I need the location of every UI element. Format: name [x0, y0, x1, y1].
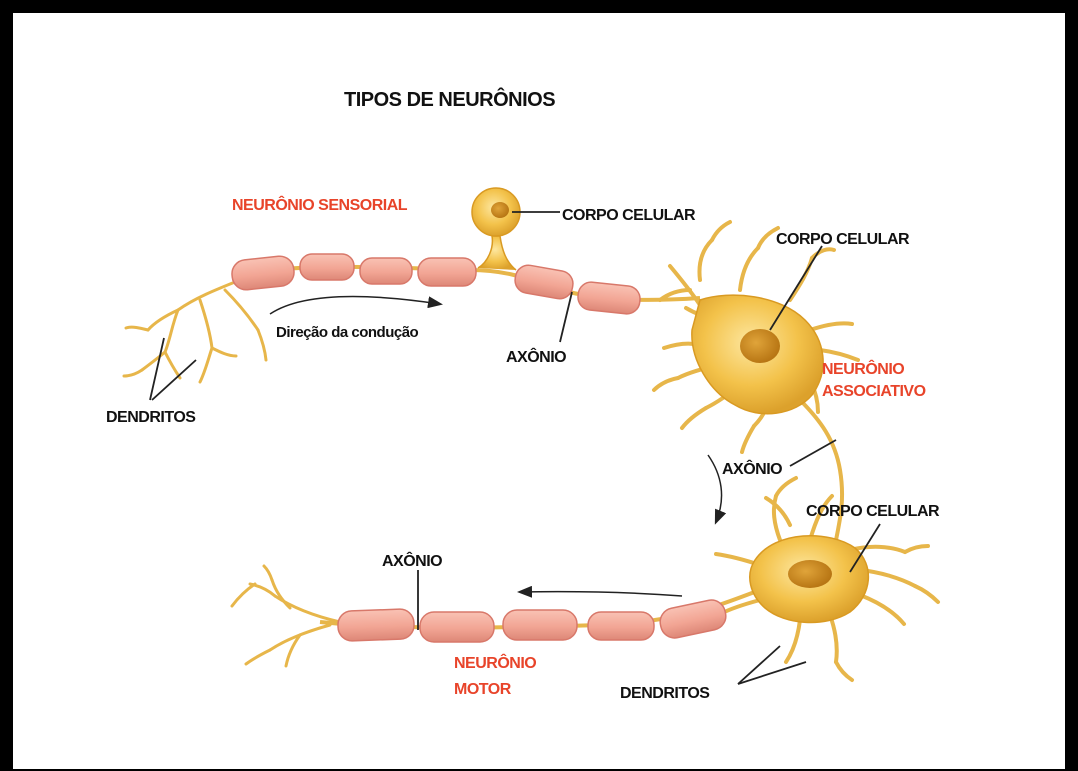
sensory-myelin: [231, 254, 642, 315]
sensory-neuron-label: NEURÔNIO SENSORIAL: [232, 195, 408, 214]
sensory-nucleus: [491, 202, 509, 218]
motor-neuron-label-line1: NEURÔNIO: [454, 653, 536, 672]
sensory-dendrites: [124, 280, 266, 382]
associative-nucleus: [740, 329, 780, 363]
sensory-dendrites-label: DENDRITOS: [106, 409, 196, 426]
diagram-title: TIPOS DE NEURÔNIOS: [344, 87, 555, 111]
motor-nucleus: [788, 560, 832, 588]
motor-cell-body-label: CORPO CELULAR: [806, 503, 940, 520]
associative-neuron-label-line2: ASSOCIATIVO: [822, 383, 926, 400]
sensory-cell-body-label: CORPO CELULAR: [562, 207, 696, 224]
conduction-direction-label: Direção da condução: [276, 324, 419, 341]
associative-axon-label: AXÔNIO: [722, 459, 782, 478]
associative-cell-body-label: CORPO CELULAR: [776, 231, 910, 248]
sensory-conduction-arrow: [270, 297, 440, 314]
associative-neuron-label-line1: NEURÔNIO: [822, 359, 904, 378]
motor-neuron-label-line2: MOTOR: [454, 681, 512, 698]
motor-conduction-arrow: [520, 592, 682, 596]
sensory-axon-label: AXÔNIO: [506, 347, 566, 366]
motor-myelin: [337, 597, 728, 642]
motor-dendrites-label: DENDRITOS: [620, 685, 710, 702]
motor-axon-label: AXÔNIO: [382, 551, 442, 570]
associative-conduction-arrow: [708, 455, 722, 522]
